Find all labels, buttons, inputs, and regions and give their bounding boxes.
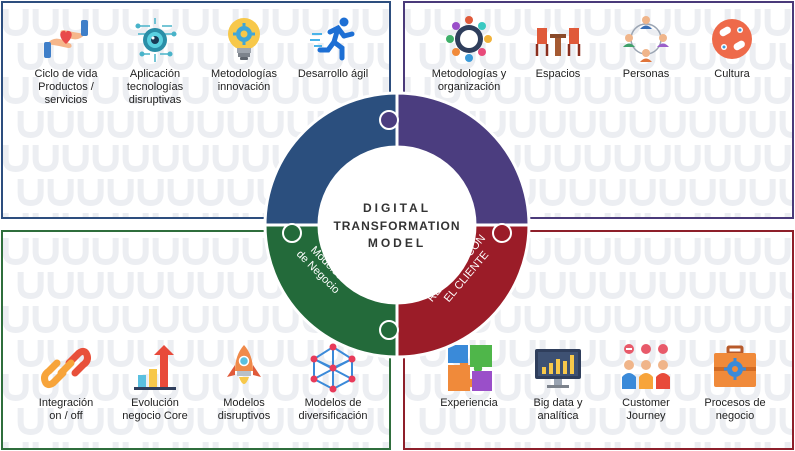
- item-label: Personas: [622, 68, 670, 80]
- item-label: Cultura: [714, 68, 750, 80]
- toolbox-icon: [714, 345, 756, 387]
- item-experiencia: Experiencia: [424, 343, 514, 410]
- chain-link-icon: [41, 347, 91, 389]
- puzzle-icon: [448, 345, 492, 391]
- puzzle-tab: [379, 110, 399, 130]
- puzzle-tab: [379, 320, 399, 340]
- item-label: Desarrollo ágil: [297, 68, 369, 80]
- item-espacios: Espacios: [513, 14, 603, 81]
- eye-chip-icon: [135, 18, 177, 62]
- chairs-table-icon: [535, 28, 581, 56]
- center-circle: [319, 147, 475, 303]
- lightbulb-gear-icon: [228, 18, 260, 60]
- runner-icon: [310, 17, 355, 61]
- item-desarrollo-agil: Desarrollo ágil: [288, 14, 378, 81]
- growth-chart-icon: [134, 345, 176, 390]
- item-label: Experiencia: [440, 397, 498, 409]
- people-network-icon: [623, 16, 669, 62]
- network-mesh-icon: [310, 343, 356, 393]
- puzzle-tabs: [282, 110, 512, 340]
- puzzle-tab: [492, 223, 512, 243]
- puzzle-tab: [282, 223, 302, 243]
- monitor-chart-icon: [535, 349, 581, 388]
- transformation-wheel: DIGITAL TRANSFORMATION MODEL PRODUCTOS Y…: [263, 91, 531, 359]
- heart-hands-icon: [44, 20, 88, 58]
- item-cultura: Cultura: [687, 14, 777, 81]
- center-title-line-1: DIGITAL: [363, 201, 431, 215]
- center-title-line-3: MODEL: [368, 236, 426, 250]
- item-label: Espacios: [535, 68, 581, 80]
- center-title-line-2: TRANSFORMATION: [333, 219, 460, 233]
- rocket-icon: [227, 345, 261, 384]
- item-personas: Personas: [601, 14, 691, 81]
- team-circle-icon: [446, 16, 492, 62]
- customers-icon: [622, 344, 670, 389]
- culture-pills-icon: [712, 19, 752, 59]
